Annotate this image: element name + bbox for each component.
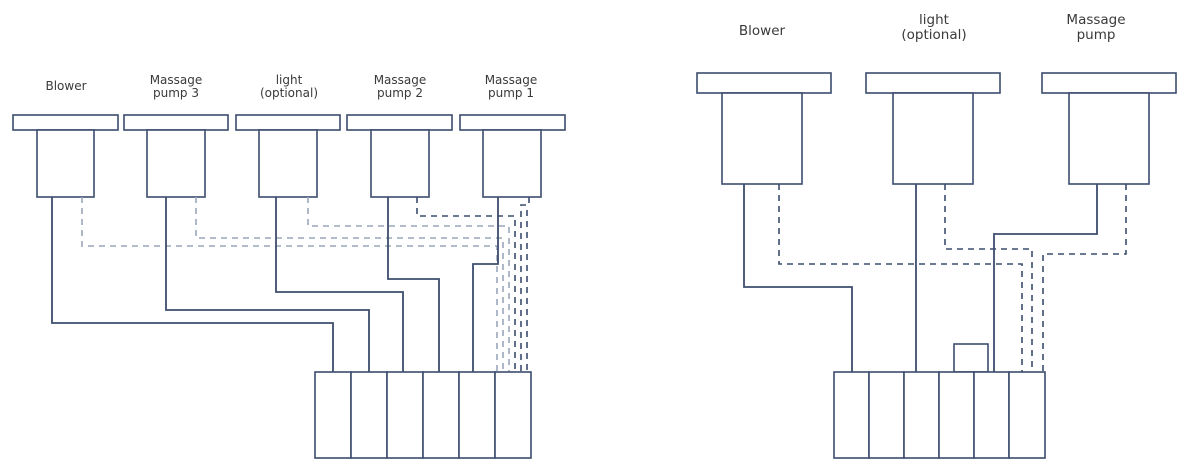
left-solid-wires	[51, 197, 499, 372]
left-label-pump1-line2: pump 1	[488, 86, 534, 100]
left-control-slot-2	[350, 371, 388, 459]
right-solid-wires	[743, 184, 1098, 372]
left-label-pump3-line2: pump 3	[153, 86, 199, 100]
left-control-box	[314, 371, 532, 459]
left-device-pump2	[346, 114, 453, 198]
left-device-pump1-cap	[459, 114, 566, 131]
left-label-pump1-line1: Massage	[485, 73, 538, 87]
right-dash-blower	[778, 184, 1023, 372]
right-device-blower-cap	[696, 72, 832, 94]
left-dash-pump1	[520, 197, 530, 372]
left-label-pump2-line2: pump 2	[377, 86, 423, 100]
left-device-pump2-cap	[346, 114, 453, 131]
left-dash-pump3	[195, 197, 504, 372]
left-label-pump2-line1: Massage	[374, 73, 427, 87]
left-control-slot-3	[386, 371, 424, 459]
left-wire-blower	[51, 197, 334, 372]
left-device-pump3-cap	[123, 114, 229, 131]
right-control-slot-6	[1008, 371, 1046, 459]
left-label-light-line2: (optional)	[260, 86, 318, 100]
right-label-pump-line2: pump	[1077, 27, 1116, 43]
left-wire-pump3	[165, 197, 370, 372]
left-control-slot-1	[314, 371, 352, 459]
left-control-slot-4	[422, 371, 460, 459]
right-dashed-wires	[778, 184, 1127, 372]
right-control-module	[953, 343, 989, 373]
left-control-slot-5	[458, 371, 496, 459]
right-control-box	[833, 371, 1046, 459]
right-label-light-line2: (optional)	[901, 27, 966, 43]
right-control-slot-1	[833, 371, 870, 459]
left-wiring-diagram: Blower Massage pump 3 light (optional) M…	[12, 73, 566, 459]
left-dashed-wires	[81, 197, 530, 372]
left-label-pump3-line1: Massage	[150, 73, 203, 87]
left-dash-blower	[81, 197, 498, 372]
left-wire-light	[275, 197, 404, 372]
left-device-blower-body	[36, 129, 95, 198]
right-dash-light	[944, 184, 1033, 372]
right-device-light-cap	[865, 72, 1001, 94]
right-device-light	[865, 72, 1001, 185]
left-device-pump1-body	[482, 129, 542, 198]
right-wire-pump	[993, 184, 1098, 372]
right-label-light-line1: light	[919, 12, 949, 28]
left-label-light-line1: light	[276, 73, 303, 87]
left-device-pump1	[459, 114, 566, 198]
right-control-slot-4	[938, 371, 975, 459]
left-device-light-cap	[235, 114, 341, 131]
right-device-pump-body	[1068, 92, 1150, 185]
left-dash-light	[307, 197, 510, 372]
left-wire-pump2	[387, 197, 440, 372]
left-device-pump2-body	[370, 129, 430, 198]
right-wiring-diagram: Blower light (optional) Massage pump	[696, 12, 1177, 459]
right-control-slot-3	[903, 371, 940, 459]
left-device-light-body	[258, 129, 318, 198]
left-dash-pump2	[416, 197, 516, 372]
right-device-pump-cap	[1041, 72, 1177, 94]
right-control-slot-5	[973, 371, 1010, 459]
right-device-pump	[1041, 72, 1177, 185]
left-device-blower	[12, 114, 119, 198]
left-device-light	[235, 114, 341, 198]
left-device-pump3-body	[146, 129, 206, 198]
right-control-slot-2	[868, 371, 905, 459]
right-device-blower	[696, 72, 832, 185]
right-device-blower-body	[721, 92, 803, 185]
right-label-blower-line1: Blower	[739, 23, 786, 39]
right-dash-pump	[1042, 184, 1127, 372]
left-device-blower-cap	[12, 114, 119, 131]
left-label-blower-line1: Blower	[45, 79, 86, 93]
right-wire-blower	[743, 184, 853, 372]
left-wire-pump1	[472, 197, 499, 372]
left-device-pump3	[123, 114, 229, 198]
right-label-pump-line1: Massage	[1066, 12, 1125, 28]
left-control-slot-6	[494, 371, 532, 459]
right-device-light-body	[892, 92, 974, 185]
